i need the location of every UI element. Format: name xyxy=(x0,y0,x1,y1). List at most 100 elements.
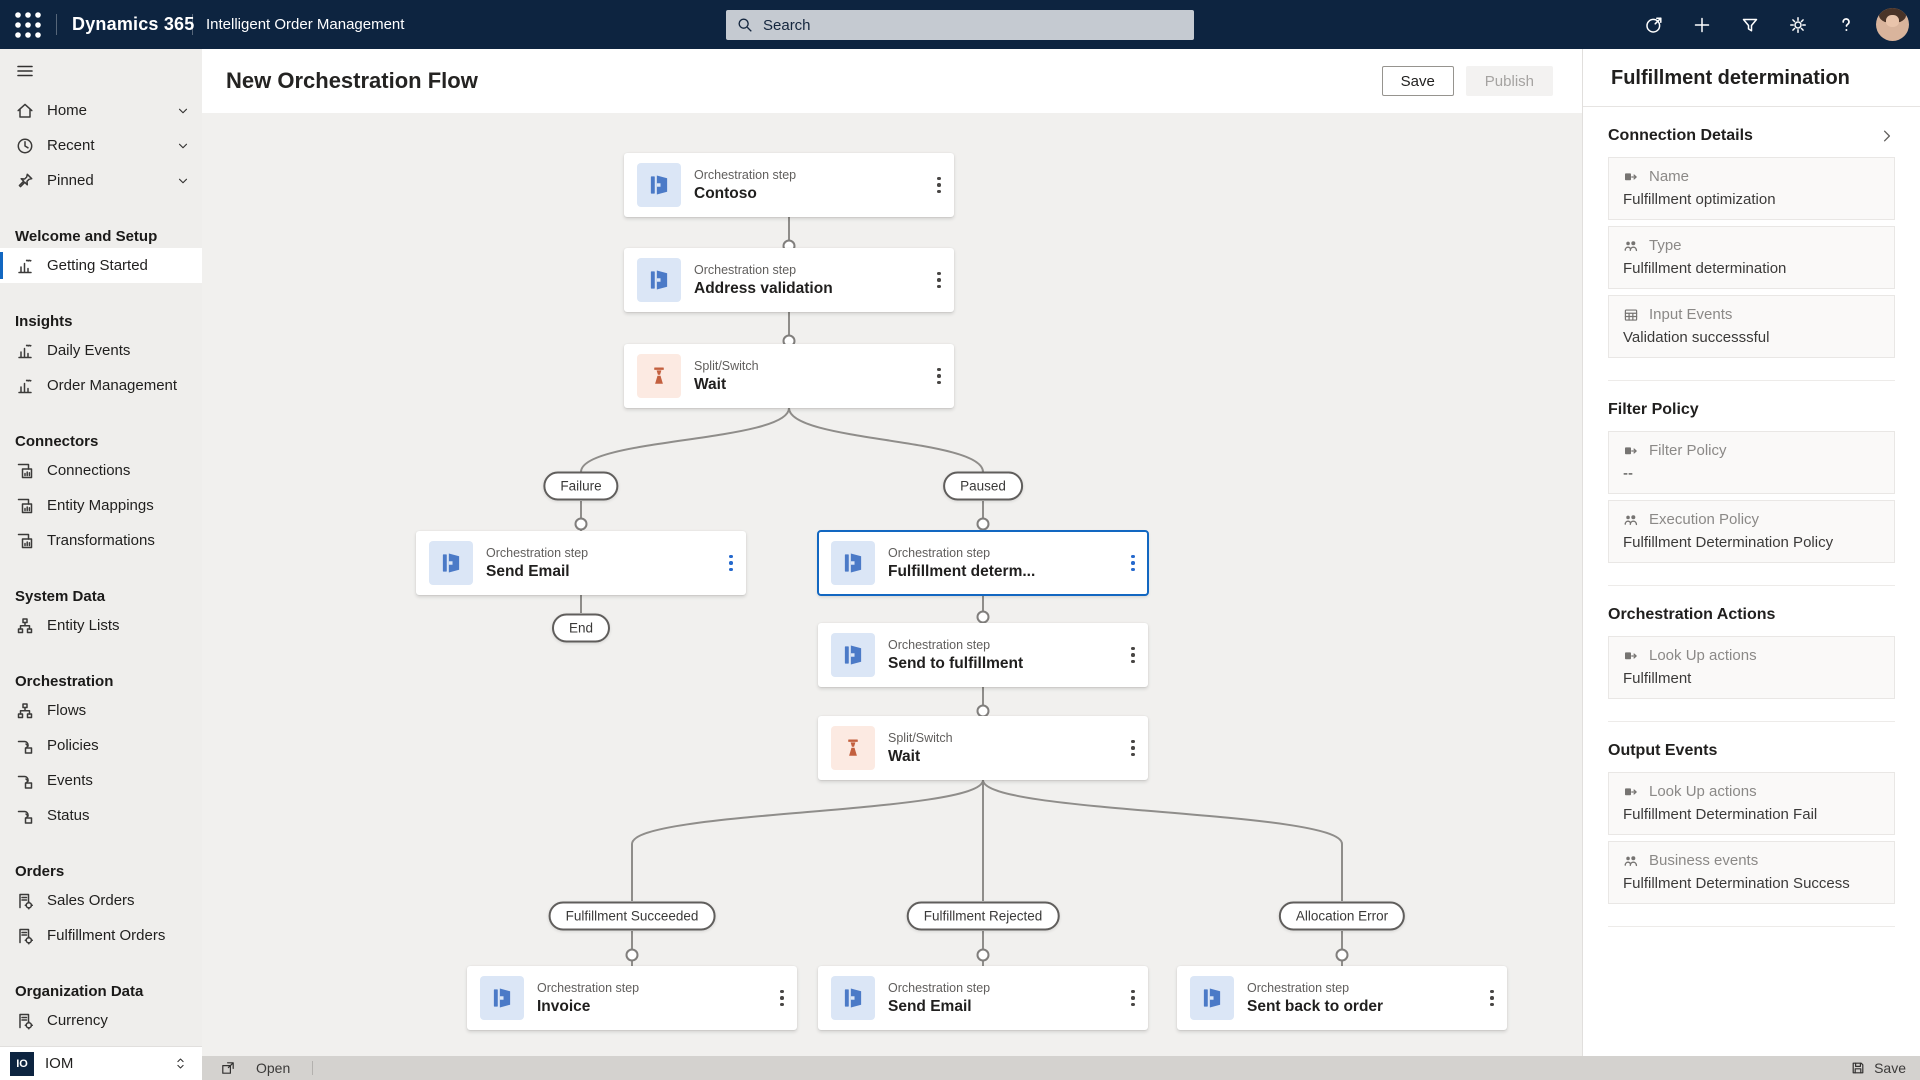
sidebar-item-currency[interactable]: Currency xyxy=(0,1003,202,1038)
chevron-right-icon[interactable] xyxy=(1879,128,1895,144)
sidebar-item-events[interactable]: Events xyxy=(0,763,202,798)
sidebar-item-status[interactable]: Status xyxy=(0,798,202,833)
filter-icon-button[interactable] xyxy=(1728,0,1772,49)
node-kebab-menu-icon[interactable] xyxy=(767,966,797,1030)
connector-port xyxy=(976,610,990,624)
step-icon xyxy=(429,541,473,585)
sidebar-item-home[interactable]: Home xyxy=(0,93,202,128)
help-icon[interactable] xyxy=(1824,0,1868,49)
sidebar-item-transformations[interactable]: Transformations xyxy=(0,523,202,558)
card-label: Name xyxy=(1649,168,1690,185)
node-kebab-menu-icon[interactable] xyxy=(924,248,954,312)
environment-badge: IO xyxy=(10,1051,34,1076)
sidebar-item-entity-lists[interactable]: Entity Lists xyxy=(0,608,202,643)
tree-icon xyxy=(15,701,35,721)
node-kebab-menu-icon[interactable] xyxy=(1118,716,1148,780)
sidebar-item-pinned[interactable]: Pinned xyxy=(0,163,202,198)
save-button[interactable]: Save xyxy=(1381,66,1454,96)
app-name[interactable]: Intelligent Order Management xyxy=(206,16,405,33)
step-icon xyxy=(637,258,681,302)
sidebar-item-policies[interactable]: Policies xyxy=(0,728,202,763)
node-kebab-menu-icon[interactable] xyxy=(1477,966,1507,1030)
node-kind-label: Split/Switch xyxy=(888,730,953,745)
search-box[interactable] xyxy=(726,10,1194,40)
sidebar-item-daily-events[interactable]: Daily Events xyxy=(0,333,202,368)
tree-icon xyxy=(15,616,35,636)
expand-icon[interactable] xyxy=(220,1060,236,1076)
card-value: Validation successsful xyxy=(1623,329,1770,346)
node-kebab-menu-icon[interactable] xyxy=(1118,531,1148,595)
connector-port xyxy=(1335,948,1349,962)
brand-title[interactable]: Dynamics 365 xyxy=(72,14,195,34)
node-kebab-menu-icon[interactable] xyxy=(924,344,954,408)
node-kind-label: Orchestration step xyxy=(888,980,991,995)
branch-pill-end[interactable]: End xyxy=(551,613,611,643)
section-divider xyxy=(1608,926,1895,927)
branch-pill-fulfillment-succeeded[interactable]: Fulfillment Succeeded xyxy=(548,901,716,931)
sidebar-item-flows[interactable]: Flows xyxy=(0,693,202,728)
sidebar-item-sales-orders[interactable]: Sales Orders xyxy=(0,883,202,918)
sidebar-item-recent[interactable]: Recent xyxy=(0,128,202,163)
user-avatar[interactable] xyxy=(1876,8,1909,41)
sidebar-item-entity-mappings[interactable]: Entity Mappings xyxy=(0,488,202,523)
panel-title: Fulfillment determination xyxy=(1611,67,1850,89)
branch-pill-fulfillment-rejected[interactable]: Fulfillment Rejected xyxy=(906,901,1060,931)
node-kebab-menu-icon[interactable] xyxy=(924,153,954,217)
sidebar-section-header: Orders xyxy=(15,862,65,880)
properties-panel: Fulfillment determination Connection Det… xyxy=(1582,49,1920,1056)
publish-button[interactable]: Publish xyxy=(1465,66,1553,96)
search-input[interactable] xyxy=(763,16,1163,34)
open-button[interactable]: Open xyxy=(256,1060,291,1076)
statusbar-save-button[interactable]: Save xyxy=(1850,1060,1906,1076)
panel-section-title: Orchestration Actions xyxy=(1608,606,1776,623)
section-divider xyxy=(1608,380,1895,381)
sidebar-item-label: Entity Lists xyxy=(47,617,120,634)
docgear-icon xyxy=(15,891,35,911)
branch-pill-allocation-error[interactable]: Allocation Error xyxy=(1278,901,1406,931)
plug-icon xyxy=(1623,784,1639,800)
chevron-down-icon xyxy=(176,139,190,153)
node-kebab-menu-icon[interactable] xyxy=(716,531,746,595)
sidebar-item-fulfillment-orders[interactable]: Fulfillment Orders xyxy=(0,918,202,953)
sidebar-item-getting-started[interactable]: Getting Started xyxy=(0,248,202,283)
branch-pill-failure[interactable]: Failure xyxy=(543,471,619,501)
app-launcher-icon[interactable] xyxy=(8,0,48,49)
node-title: Wait xyxy=(888,747,921,765)
node-kebab-menu-icon[interactable] xyxy=(1118,623,1148,687)
add-icon[interactable] xyxy=(1680,0,1724,49)
panel-section-header: Connection Details xyxy=(1608,127,1895,145)
panel-section-header: Output Events xyxy=(1608,742,1895,760)
step-icon xyxy=(1190,976,1234,1020)
hamburger-menu-icon[interactable] xyxy=(0,49,202,93)
step-icon xyxy=(831,976,875,1020)
section-divider xyxy=(1608,721,1895,722)
branch-pill-paused[interactable]: Paused xyxy=(943,471,1023,501)
card-label: Look Up actions xyxy=(1649,783,1757,800)
node-kebab-menu-icon[interactable] xyxy=(1118,966,1148,1030)
step-icon xyxy=(480,976,524,1020)
environment-switcher[interactable]: IO IOM xyxy=(0,1046,202,1080)
panel-card-filter-policy[interactable]: Filter Policy-- xyxy=(1608,431,1895,494)
sidebar-item-order-management[interactable]: Order Management xyxy=(0,368,202,403)
gear-icon[interactable] xyxy=(1776,0,1820,49)
sidebar-item-connections[interactable]: Connections xyxy=(0,453,202,488)
assistant-icon[interactable] xyxy=(1632,0,1676,49)
